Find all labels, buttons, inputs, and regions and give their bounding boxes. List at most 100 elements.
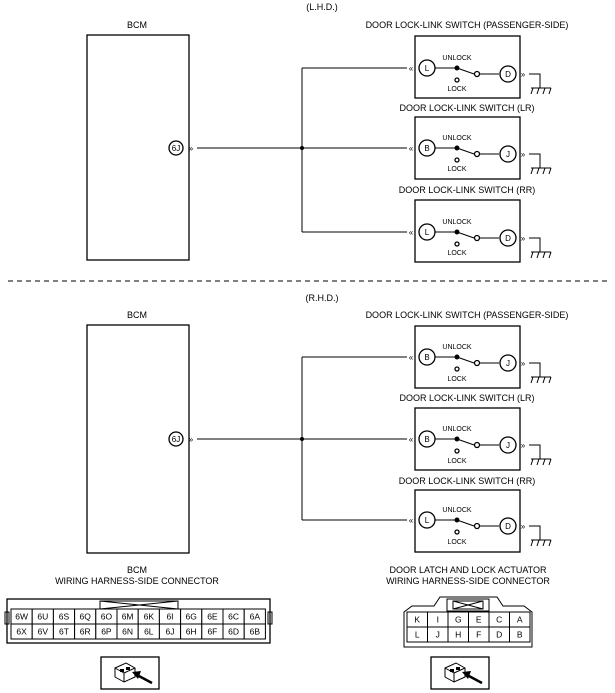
rhd-switch-3-out-chevron-icon: » (521, 522, 526, 531)
door-connector-pin-label: B (517, 630, 523, 640)
lhd-switch-1-blade (456, 67, 475, 75)
door-connector-title-2: WIRING HARNESS-SIDE CONNECTOR (386, 576, 550, 586)
rhd-switch-2-unlock: UNLOCK (442, 426, 472, 433)
lhd-switch-2-pin-out: J (506, 150, 510, 159)
rhd-switch-3-ground-icon (530, 539, 552, 547)
door-connector-pin-label: J (436, 630, 440, 640)
door-connector-latch-inner (452, 600, 484, 610)
rhd-switch-2-pin-out-circle (499, 436, 517, 454)
lhd-switch-1-pin-out: D (505, 70, 511, 79)
rhd-switch-3-pin-out-circle (499, 517, 517, 535)
bcm-connector-pin-label: 6K (144, 612, 155, 622)
rhd-switch-3-lock: LOCK (447, 539, 466, 546)
lhd-switch-2-chevron-icon: « (409, 144, 414, 153)
rhd-switch-3-blade (456, 519, 475, 527)
bcm-connector-pin-label: 6G (186, 612, 197, 622)
door-view-direction-icon (430, 656, 490, 690)
door-connector-pin-label: E (476, 615, 482, 625)
lhd-region-label: (L.H.D.) (306, 2, 338, 12)
door-connector-pin-label: G (455, 615, 462, 625)
bcm-connector-pin-label: 6M (122, 612, 134, 622)
bcm-connector-pin-label: 6I (166, 612, 173, 622)
bcm-view-direction-icon (100, 656, 160, 690)
rhd-switch-2-pin-in: B (424, 435, 429, 444)
bcm-connector-latch (99, 600, 179, 609)
door-connector-pin-label: K (414, 615, 420, 625)
bcm-connector-pin-label: 6P (101, 627, 112, 637)
lhd-switch-3-blade (456, 231, 475, 239)
rhd-switch-2-blade (456, 438, 475, 446)
rhd-switch-2-pin-out: J (506, 441, 510, 450)
rhd-switch-2-contact-open (473, 441, 481, 449)
lhd-switch-2-ground-icon (530, 167, 552, 175)
rhd-switch-1-ground-icon (530, 376, 552, 384)
rhd-region-label: (R.H.D.) (306, 293, 339, 303)
rhd-switch-2-out-chevron-icon: » (521, 441, 526, 450)
lhd-switch-3-out-chevron-icon: » (521, 234, 526, 243)
bcm-connector-pin-label: 6L (144, 627, 154, 637)
rhd-switch-3-ground-wire (529, 525, 541, 540)
lhd-switch-3-pin-out: D (505, 234, 511, 243)
bcm-connector-pin-label: 6D (228, 627, 239, 637)
bcm-connector-pin-label: 6A (250, 612, 261, 622)
lhd-switch-2-pin-in: B (424, 144, 429, 153)
bcm-connector-pin-label: 6E (207, 612, 218, 622)
rhd-switch-3-pin-out: D (505, 522, 511, 531)
rhd-switch-1-out-chevron-icon: » (521, 359, 526, 368)
lhd-switch-1-title: DOOR LOCK-LINK SWITCH (PASSENGER-SIDE) (366, 20, 569, 30)
lhd-switch-3-contact-open (473, 234, 481, 242)
door-connector-latch-cross-2 (452, 600, 484, 610)
rhd-switch-1-unlock: UNLOCK (442, 344, 472, 351)
lhd-switch-2-contact-open (473, 150, 481, 158)
rhd-switch-2-lock: LOCK (447, 458, 466, 465)
bcm-connector-pin-label: 6V (38, 627, 49, 637)
rhd-switch-1-ground-wire (529, 362, 541, 377)
bcm-connector-pin-label: 6U (37, 612, 48, 622)
bcm-connector-pin-label: 6Q (80, 612, 92, 622)
bcm-connector-pin-label: 6W (15, 612, 28, 622)
lhd-switch-1-pin-in: L (425, 64, 430, 73)
lhd-switch-1-contact-open (473, 70, 481, 78)
lhd-switch-3-unlock: UNLOCK (442, 219, 472, 226)
lhd-section: (L.H.D.) BCM 6J » DOOR LOCK-LINK SWITCH … (86, 2, 569, 263)
lhd-switch-2-unlock: UNLOCK (442, 135, 472, 142)
rhd-switch-3-title: DOOR LOCK-LINK SWITCH (RR) (399, 476, 536, 486)
lhd-switch-2-lock-contact (454, 157, 460, 163)
rhd-switch-2-title: DOOR LOCK-LINK SWITCH (LR) (399, 393, 534, 403)
bcm-connector-pin-label: 6O (101, 612, 113, 622)
lhd-switch-1-pin-out-circle (499, 65, 517, 83)
lhd-switch-1: DOOR LOCK-LINK SWITCH (PASSENGER-SIDE) «… (366, 20, 569, 99)
bcm-connector-pin-label: 6B (250, 627, 261, 637)
lhd-switch-3-lock-contact (454, 241, 460, 247)
rhd-bcm-pin-label: 6J (172, 435, 180, 444)
lhd-switch-3-ground-icon (530, 251, 552, 259)
bcm-connector-pin-label: 6S (59, 612, 70, 622)
rhd-switch-1-pin-out-circle (499, 354, 517, 372)
lhd-bcm-label: BCM (127, 20, 147, 30)
lhd-switch-3: DOOR LOCK-LINK SWITCH (RR) « L UNLOCK LO… (399, 185, 552, 263)
bcm-connector-title-2: WIRING HARNESS-SIDE CONNECTOR (55, 576, 219, 586)
lhd-switch-2-title: DOOR LOCK-LINK SWITCH (LR) (399, 103, 534, 113)
bcm-connector-right-tab (267, 611, 273, 625)
lhd-switch-3-pin-in: L (425, 228, 430, 237)
bcm-connector-pin-label: 6H (186, 627, 197, 637)
door-connector-pin-label: H (455, 630, 461, 640)
rhd-switch-1: DOOR LOCK-LINK SWITCH (PASSENGER-SIDE) «… (366, 310, 568, 389)
lhd-switch-1-ground-wire (529, 73, 541, 88)
rhd-switch-3: DOOR LOCK-LINK SWITCH (RR) « L UNLOCK LO… (399, 476, 552, 553)
lhd-switch-1-lock-contact (454, 77, 460, 83)
lhd-switch-3-pin-out-circle (499, 229, 517, 247)
rhd-switch-2: DOOR LOCK-LINK SWITCH (LR) « B UNLOCK LO… (399, 393, 552, 471)
rhd-switch-3-unlock: UNLOCK (442, 507, 472, 514)
lhd-switch-2-blade (456, 147, 475, 155)
door-connector-housing (403, 596, 533, 648)
rhd-bcm-pin-circle (168, 431, 184, 447)
bcm-connector-pin-label: 6T (59, 627, 69, 637)
lhd-switch-2-ground-wire (529, 153, 541, 168)
rhd-switch-1-pin-out: J (506, 359, 510, 368)
lhd-switch-2: DOOR LOCK-LINK SWITCH (LR) « B UNLOCK LO… (399, 103, 552, 180)
door-connector-latch (446, 598, 490, 612)
